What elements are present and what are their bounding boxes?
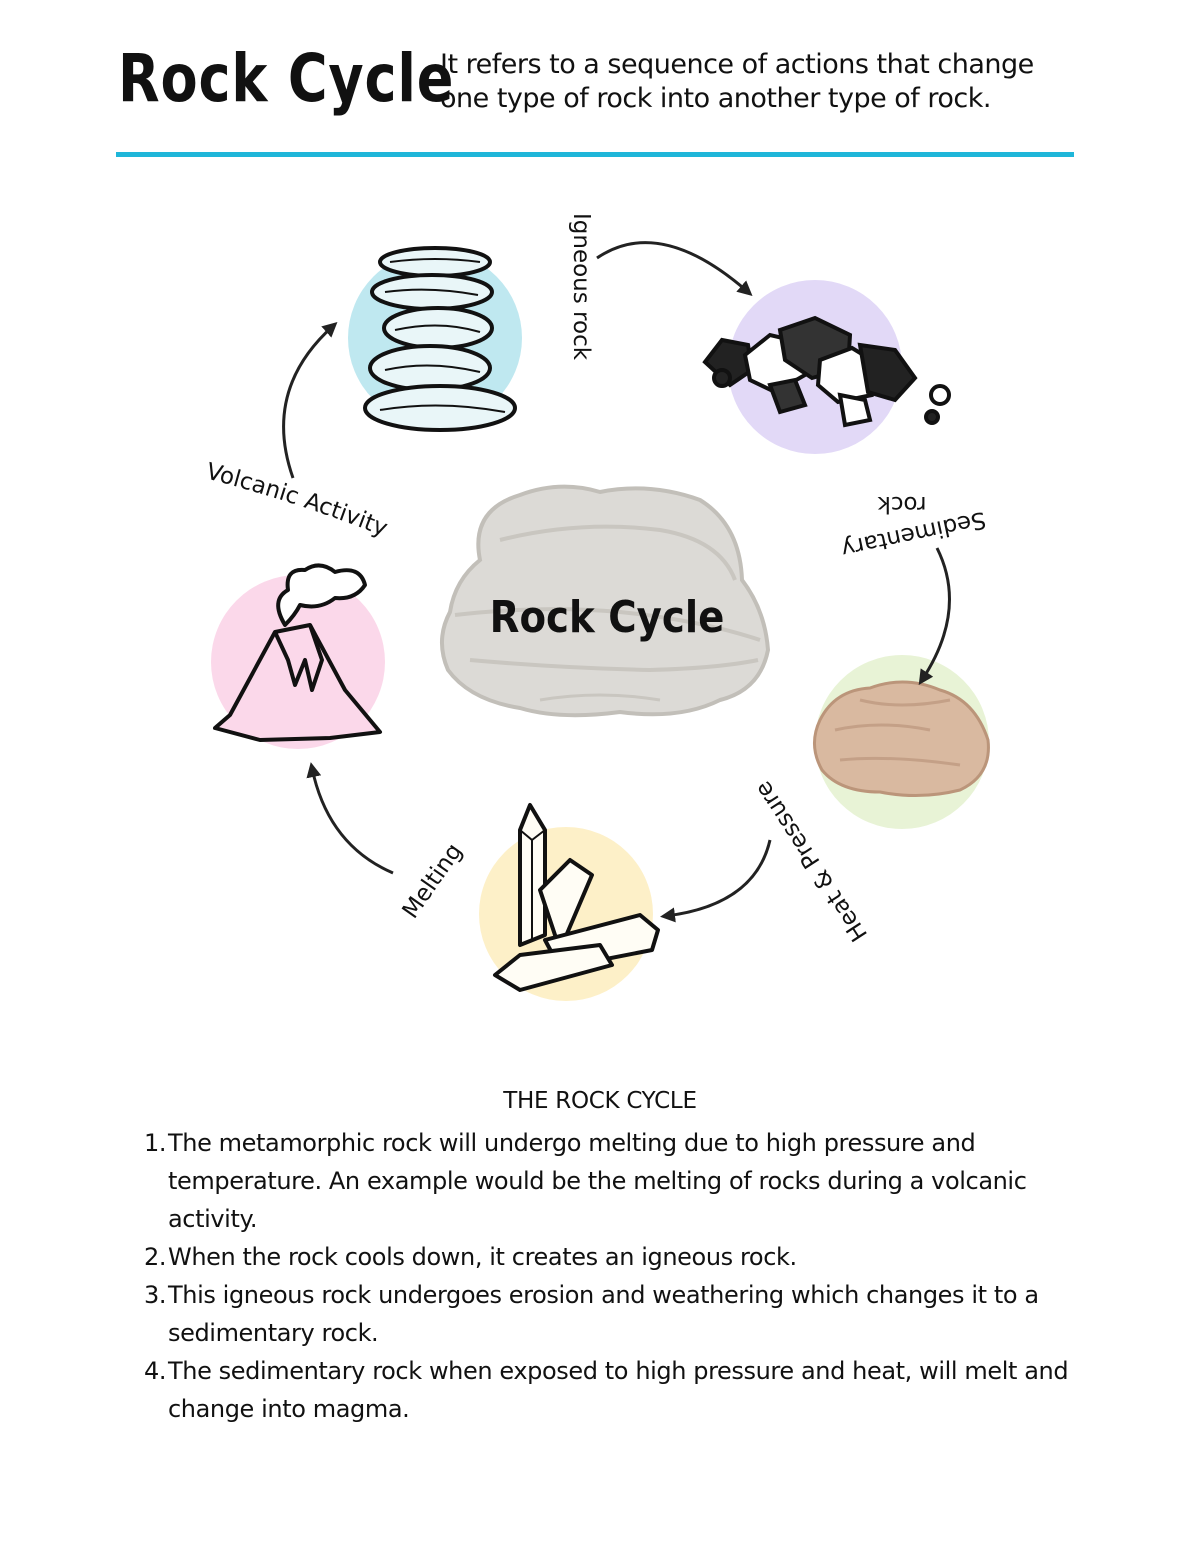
- list-item: 4. The sedimentary rock when exposed to …: [120, 1352, 1080, 1428]
- list-item-text: The sedimentary rock when exposed to hig…: [168, 1357, 1069, 1423]
- notes-list: 1. The metamorphic rock will undergo mel…: [120, 1124, 1080, 1428]
- stacked-stones-icon: [363, 246, 517, 432]
- list-item-number: 2.: [144, 1243, 167, 1271]
- arrow-crystal-to-volcano: [306, 762, 394, 875]
- list-item: 2. When the rock cools down, it creates …: [120, 1238, 1080, 1276]
- list-item-text: When the rock cools down, it creates an …: [168, 1243, 797, 1271]
- center-label: Rock Cycle: [490, 592, 725, 643]
- label-volcanic-activity: Volcanic Activity: [203, 459, 391, 542]
- list-item: 3. This igneous rock undergoes erosion a…: [120, 1276, 1080, 1352]
- arrow-sedimentary-to-rock: [918, 547, 951, 686]
- list-item-number: 4.: [144, 1357, 167, 1385]
- volcano-icon: [213, 563, 382, 742]
- arrow-rock-to-crystal: [660, 839, 772, 923]
- list-item-text: The metamorphic rock will undergo meltin…: [168, 1129, 1027, 1233]
- pebbles-icon: [702, 315, 951, 428]
- rock-cycle-diagram: Rock Cycle: [203, 213, 990, 1001]
- list-item-text: This igneous rock undergoes erosion and …: [168, 1281, 1039, 1347]
- rough-rock-icon: [813, 680, 990, 798]
- list-item-number: 3.: [144, 1281, 167, 1309]
- arrow-igneous-to-sedimentary: [596, 241, 753, 296]
- header-divider: [116, 152, 1074, 157]
- list-item-number: 1.: [144, 1129, 167, 1157]
- definition-text: It refers to a sequence of actions that …: [440, 49, 1034, 114]
- list-item: 1. The metamorphic rock will undergo mel…: [120, 1124, 1080, 1238]
- label-igneous-rock: Igneous rock: [568, 213, 594, 361]
- label-melting: Melting: [398, 839, 468, 924]
- crystal-icon: [493, 803, 660, 992]
- page-title: Rock Cycle: [118, 40, 455, 117]
- label-sedimentary-line2: rock: [877, 491, 927, 517]
- center-rock-illustration: [440, 484, 771, 718]
- arrow-volcano-to-igneous: [282, 321, 338, 479]
- notes-title: THE ROCK CYCLE: [503, 1088, 697, 1114]
